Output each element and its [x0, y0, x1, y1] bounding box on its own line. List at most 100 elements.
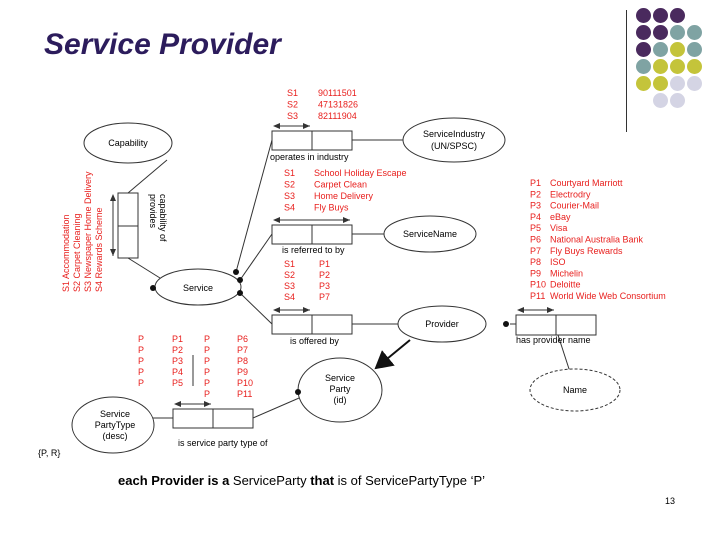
decor-dot — [670, 8, 685, 23]
provider-name-population-value: ISO — [550, 257, 566, 267]
service-name-population-id: S2 — [284, 180, 295, 190]
offered-by-population-value: P2 — [319, 270, 330, 280]
service-name-population-value: Fly Buys — [314, 203, 349, 213]
decor-dot — [670, 25, 685, 40]
fact-hasname-role1 — [515, 314, 557, 336]
page-number: 13 — [665, 496, 676, 506]
service-name-population-value: Home Delivery — [314, 191, 374, 201]
decor-dot — [687, 25, 702, 40]
fact-referred-role2 — [311, 224, 353, 245]
provider-name-population-id: P2 — [530, 189, 541, 199]
provider-name-population-value: Michelin — [550, 268, 583, 278]
party-type-population-b-id: P — [204, 345, 210, 355]
decor-dot — [653, 25, 668, 40]
party-type-population-b-id: P — [204, 367, 210, 377]
mandatory-dot-hasname — [503, 321, 509, 327]
caption-segment: each Provider — [118, 473, 208, 488]
provider-name-population-id: P8 — [530, 257, 541, 267]
party-type-population-a-id: P — [138, 378, 144, 388]
entity-service-industry — [402, 117, 506, 163]
provider-name-population-value: National Australia Bank — [550, 235, 644, 245]
label-service-party-2: Party — [329, 384, 351, 394]
decor-dot — [687, 76, 702, 91]
line-capability-provides — [127, 159, 168, 194]
party-type-population-b-id: P — [204, 378, 210, 388]
party-type-population-b-value: P7 — [237, 345, 248, 355]
page-title: Service Provider — [44, 28, 281, 61]
label-spt-2: PartyType — [95, 420, 136, 430]
industry-population-id: S1 — [287, 88, 298, 98]
line-service-offered — [239, 292, 273, 325]
offered-by-population-value: P7 — [319, 292, 330, 302]
service-name-population-id: S3 — [284, 191, 295, 201]
fact-referred-role1 — [271, 224, 313, 245]
decor-dot — [636, 25, 651, 40]
provider-name-population-id: P10 — [530, 280, 546, 290]
label-provider: Provider — [425, 319, 459, 329]
decor-dot — [670, 59, 685, 74]
provider-name-population-value: Courier-Mail — [550, 201, 599, 211]
decor-dot — [653, 8, 668, 23]
party-type-population-a-value: P5 — [172, 378, 183, 388]
decor-dot — [670, 42, 685, 57]
service-name-population-value: Carpet Clean — [314, 180, 367, 190]
provider-name-population-id: P4 — [530, 212, 541, 222]
capability-population: S2 Carpet Cleaning — [72, 213, 82, 292]
industry-population-id: S2 — [287, 100, 298, 110]
line-fact-party — [252, 394, 307, 419]
decor-dot — [687, 59, 702, 74]
service-name-population-id: S1 — [284, 168, 295, 178]
fact-hasname-role2 — [555, 314, 597, 336]
label-capability-of: capability of — [158, 194, 168, 242]
fact-operates-role1 — [271, 130, 313, 151]
party-type-population-b-id: P — [204, 356, 210, 366]
party-type-population-b-value: P11 — [237, 389, 252, 399]
party-type-population-a-value: P4 — [172, 367, 183, 377]
decorative-dot-grid — [636, 8, 716, 118]
label-service-party-1: Service — [325, 373, 355, 383]
caption-segment: ServiceParty — [232, 473, 311, 488]
party-type-population-a-id: P — [138, 367, 144, 377]
offered-by-population-id: S3 — [284, 281, 295, 291]
capability-population: S3 Newspaper Home Delivery — [83, 171, 93, 292]
caption-segment: that — [310, 473, 338, 488]
label-name: Name — [563, 385, 587, 395]
label-service-party-3: (id) — [334, 395, 347, 405]
fact-offered-role1 — [271, 314, 313, 335]
decor-dot — [636, 59, 651, 74]
provider-name-population-id: P3 — [530, 201, 541, 211]
industry-population-id: S3 — [287, 111, 298, 121]
label-operates-in-industry: operates in industry — [270, 152, 349, 162]
label-spt-3: (desc) — [102, 431, 127, 441]
provider-name-population-id: P1 — [530, 178, 541, 188]
slide-caption: each Provider is a ServiceParty that is … — [118, 473, 485, 488]
party-type-population-a-value: P1 — [172, 334, 183, 344]
line-hasname-name — [557, 334, 571, 373]
label-has-provider-name: has provider name — [516, 335, 591, 345]
label-is-offered-by: is offered by — [290, 336, 339, 346]
fact-sptype-role2 — [212, 408, 254, 429]
population-tables: S1S2S3901115014713182682111904S1S2S3S4Sc… — [61, 88, 666, 399]
provider-name-population-id: P6 — [530, 235, 541, 245]
capability-population: S4 Rewards Scheme — [94, 207, 104, 292]
line-service-referred — [239, 233, 273, 281]
decor-dot — [636, 8, 651, 23]
mandatory-dot-referred — [237, 277, 243, 283]
provider-name-population-value: Visa — [550, 223, 567, 233]
caption-segment: is a — [207, 473, 233, 488]
provider-name-population-value: Courtyard Marriott — [550, 178, 623, 188]
party-type-population-a-id: P — [138, 334, 144, 344]
label-is-referred-to-by: is referred to by — [282, 245, 345, 255]
decor-dot — [653, 76, 668, 91]
party-type-population-a-value: P3 — [172, 356, 183, 366]
offered-by-population-value: P3 — [319, 281, 330, 291]
decor-dot — [636, 42, 651, 57]
mandatory-dot-provides — [150, 285, 156, 291]
fact-operates-role2 — [311, 130, 353, 151]
decor-dot — [670, 76, 685, 91]
party-type-population-b-id: P — [204, 334, 210, 344]
line-provides-service — [127, 257, 161, 279]
party-type-population-a-id: P — [138, 356, 144, 366]
entity-capability — [83, 122, 173, 164]
